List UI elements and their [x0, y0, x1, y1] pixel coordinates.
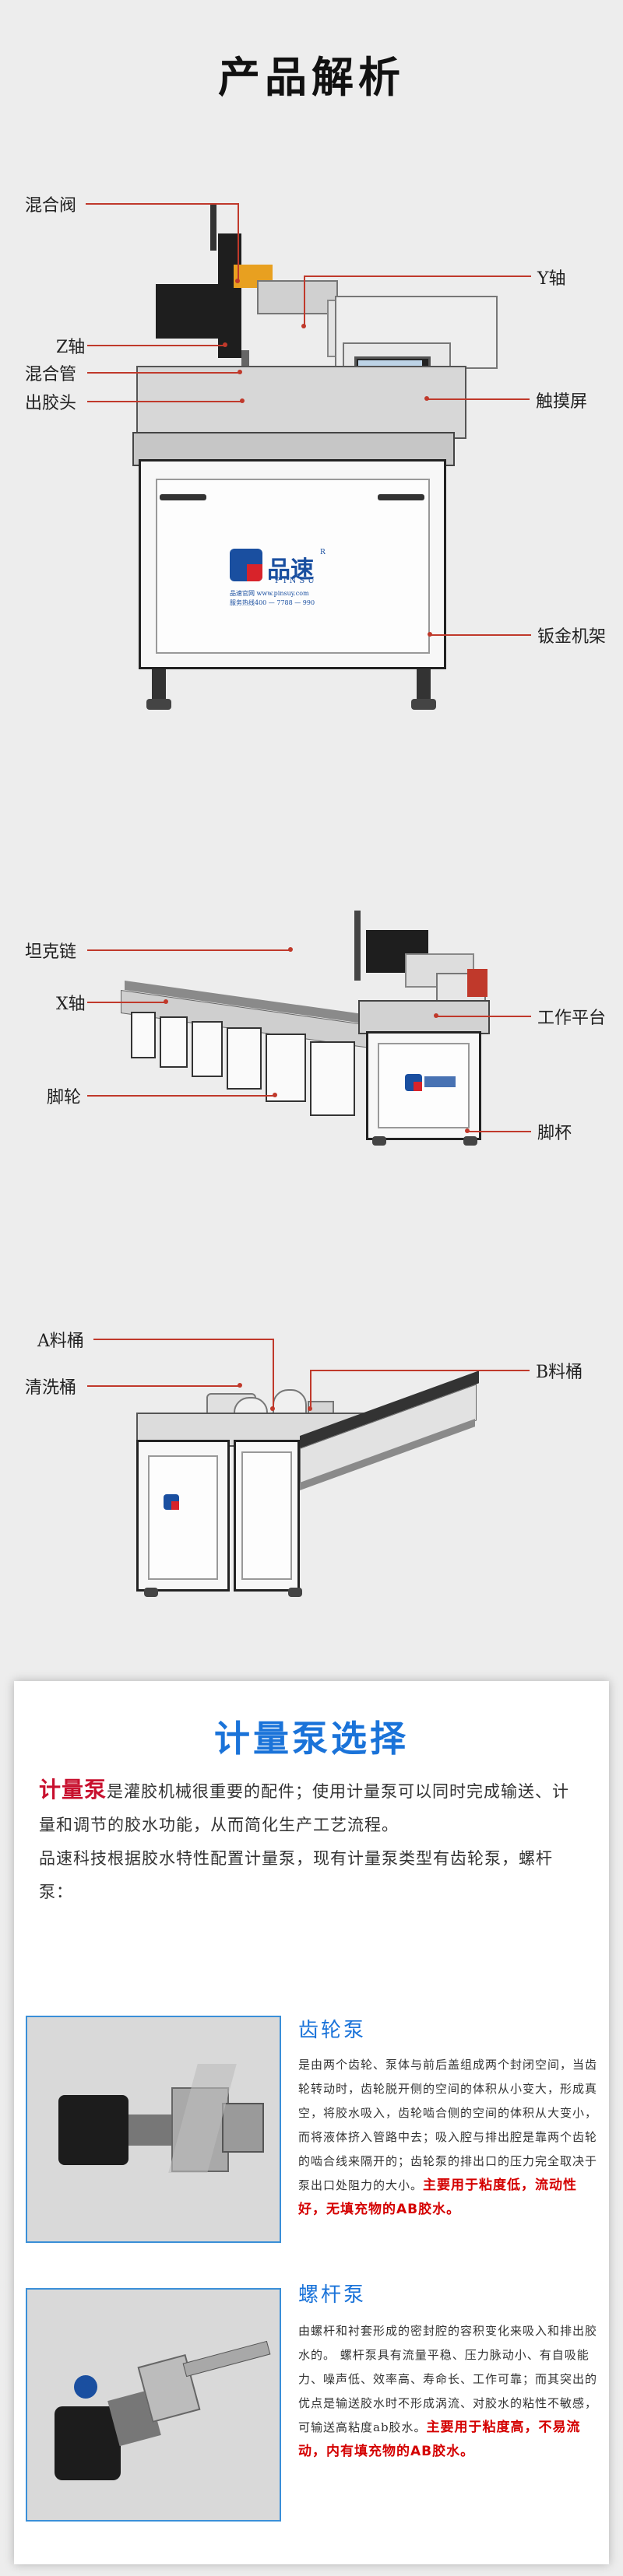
label-caster: 脚轮 [47, 1088, 82, 1107]
label-mix-valve: 混合阀 [25, 196, 77, 216]
gear-pump-title: 齿轮泵 [298, 2019, 367, 2042]
brand-hotline: 服务热线400 — 7788 — 990 [230, 599, 315, 606]
label-mix-tube: 混合管 [25, 365, 77, 384]
screw-pump-note: 主要用于粘度高，不易流动，内有填充物的AB胶水。 [298, 2420, 581, 2459]
label-a-barrel: A料桶 [37, 1332, 84, 1351]
label-b-barrel: B料桶 [536, 1363, 583, 1382]
intro-text-2: 品速科技根据胶水特性配置计量泵，现有计量泵类型有齿轮泵，螺杆泵： [39, 1849, 553, 1901]
label-clean-barrel: 清洗桶 [25, 1378, 77, 1398]
screw-pump-description: 由螺杆和衬套形成的密封腔的容积变化来吸入和排出胶水的。 螺杆泵具有流量平稳、压力… [298, 2319, 598, 2464]
brand-name-cn: 品速 [267, 556, 314, 584]
machine-1-illustration: 品速 R PINSU 品速官网 www.pinsuy.com 服务热线400 —… [0, 0, 623, 778]
metering-pump-card: 计量泵选择 计量泵是灌胶机械很重要的配件；使用计量泵可以同时完成输送、计量和调节… [14, 1681, 609, 2564]
brand-registered-mark: R [320, 549, 326, 556]
label-y-axis: Y轴 [537, 269, 566, 289]
sp-logo-mark-icon [230, 549, 262, 581]
gear-pump-photo [26, 2016, 281, 2243]
screw-pump-desc-text: 由螺杆和衬套形成的密封腔的容积变化来吸入和排出胶水的。 螺杆泵具有流量平稳、压力… [298, 2324, 598, 2434]
metering-pump-intro: 计量泵是灌胶机械很重要的配件；使用计量泵可以同时完成输送、计量和调节的胶水功能，… [39, 1773, 584, 1909]
gear-pump-description: 是由两个齿轮、泵体与前后盖组成两个封闭空间，当齿轮转动时，齿轮脱开侧的空间的体积… [298, 2053, 598, 2222]
label-work-platform: 工作平台 [537, 1009, 607, 1028]
brand-logo: 品速 R PINSU 品速官网 www.pinsuy.com 服务热线400 —… [230, 549, 385, 611]
label-touchscreen: 触摸屏 [536, 392, 588, 412]
gear-pump-desc-text: 是由两个齿轮、泵体与前后盖组成两个封闭空间，当齿轮转动时，齿轮脱开侧的空间的体积… [298, 2058, 598, 2192]
page-title: 产品解析 [218, 53, 405, 102]
brand-site-line: 品速官网 www.pinsuy.com [230, 590, 309, 597]
gear-pump-note: 主要用于粘度低，流动性好，无填充物的AB胶水。 [298, 2178, 578, 2217]
metering-pump-title: 计量泵选择 [214, 1718, 409, 1760]
machine-3-illustration [0, 1323, 623, 1619]
intro-highlight: 计量泵 [39, 1777, 107, 1802]
label-foot-cup: 脚杯 [537, 1124, 572, 1143]
intro-text: 是灌胶机械很重要的配件；使用计量泵可以同时完成输送、计量和调节的胶水功能，从而简… [39, 1782, 570, 1834]
machine-2-illustration [0, 895, 623, 1167]
screw-pump-photo [26, 2288, 281, 2522]
label-sheet-metal-frame: 钣金机架 [537, 627, 607, 647]
label-x-axis: X轴 [56, 995, 86, 1014]
label-tank-chain: 坦克链 [25, 942, 77, 962]
screw-pump-title: 螺杆泵 [298, 2283, 367, 2307]
brand-name-en: PINSU [275, 577, 318, 585]
label-nozzle: 出胶头 [25, 394, 77, 413]
label-z-axis: Z轴 [56, 338, 86, 357]
